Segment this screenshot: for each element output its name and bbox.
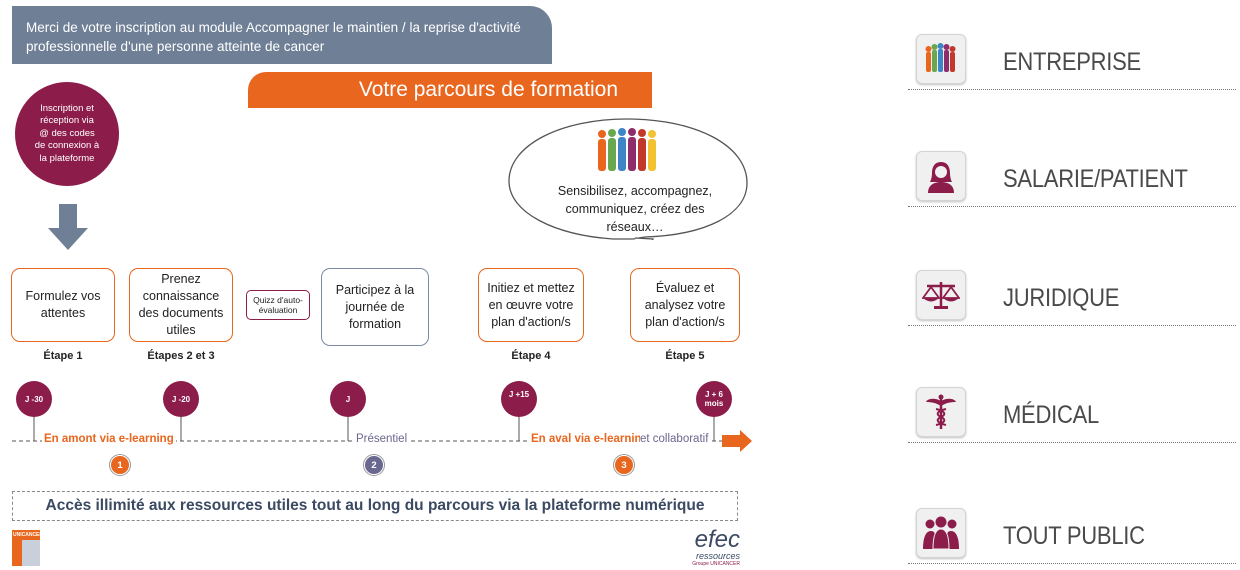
milestone-j-15: J +15 [508,390,530,399]
divider [908,563,1236,564]
category-medical[interactable]: MÉDICAL [908,381,1236,443]
category-label: MÉDICAL [1003,401,1099,429]
speech-text: Sensibilisez, accompagnez, communiquez, … [557,184,713,234]
crowd-icon [598,128,656,171]
step-label-1: Étape 1 [43,350,83,362]
step-initiez: Initiez et mettez en œuvre votre plan d'… [478,268,584,342]
inscription-bubble: Inscription et réception via @ des codes… [15,82,119,186]
step-participez: Participez à la journée de formation [321,268,429,346]
divider [908,206,1236,207]
step-quizz: Quizz d'auto-évaluation [246,290,310,320]
divider [908,442,1236,443]
caduceus-icon [916,387,966,437]
person-icon [916,151,966,201]
step-prenez: Prenez connaissance des documents utiles [129,268,233,342]
category-salarie-patient[interactable]: SALARIE/PATIENT [908,145,1236,207]
category-entreprise[interactable]: ENTREPRISE [908,28,1236,90]
step-evaluez: Évaluez et analysez votre plan d'action/… [630,268,740,342]
timeline [12,381,752,452]
category-label: SALARIE/PATIENT [1003,165,1188,193]
group-icon [916,508,966,558]
phase-number-3: 3 [614,455,634,475]
category-label: ENTREPRISE [1003,48,1141,76]
milestone-j-20: J -20 [171,395,191,404]
category-tout-public[interactable]: TOUT PUBLIC [908,502,1236,564]
welcome-banner: Merci de votre inscription au module Acc… [12,6,552,64]
timeline-aval: En aval via e-learning [529,433,651,445]
divider [908,89,1236,90]
step-label-2-3: Étapes 2 et 3 [147,350,215,362]
phase-number-2: 2 [364,455,384,475]
access-banner: Accès illimité aux ressources utiles tou… [12,491,738,521]
timeline-collab: et collaboratif [640,433,711,445]
inscription-text: Inscription et réception via @ des codes… [34,102,100,164]
down-arrow-icon [48,204,88,250]
crowd-icon [916,34,966,84]
scales-icon [916,270,966,320]
timeline-arrow-icon [722,430,752,452]
page-title: Votre parcours de formation [248,72,652,108]
category-label: TOUT PUBLIC [1003,522,1145,550]
step-formulez: Formulez vos attentes [11,268,115,342]
step-label-4: Étape 4 [511,350,551,362]
milestone-j: J [345,395,351,404]
step-label-5: Étape 5 [665,350,705,362]
timeline-presentiel: Présentiel [354,433,410,445]
milestone-j-6-mois: J + 6 mois [704,390,724,408]
phase-number-1: 1 [110,455,130,475]
divider [908,325,1236,326]
category-label: JURIDIQUE [1003,284,1120,312]
milestone-j-30: J -30 [24,395,44,404]
unicancer-logo: UNICANCER [12,530,43,566]
speech-bubble [508,118,748,240]
category-juridique[interactable]: JURIDIQUE [908,264,1236,326]
timeline-amont: En amont via e-learning [42,433,176,445]
efec-logo: efec ressources Groupe UNICANCER [692,526,740,568]
